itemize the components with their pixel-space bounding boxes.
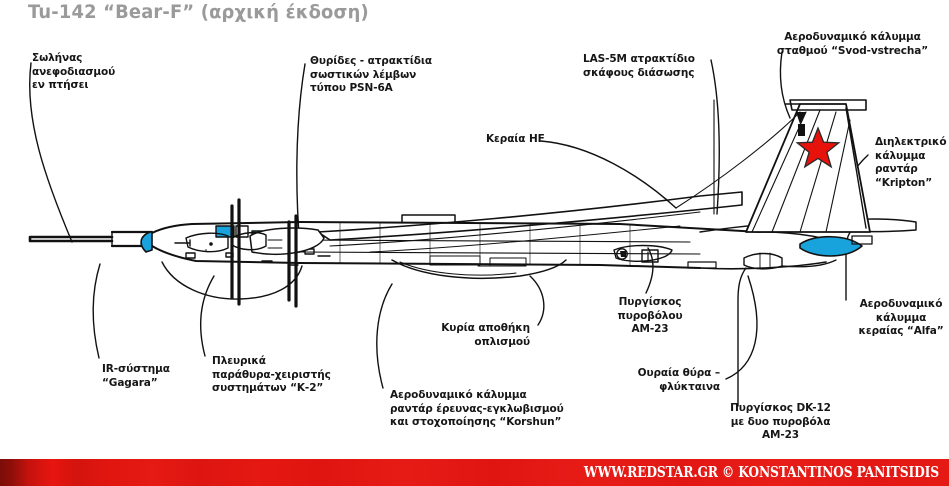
propeller-blade-2	[230, 198, 241, 306]
nose-radome	[140, 231, 153, 253]
label-dk12-turret: Πυργίσκος DK-12 με δυο πυροβόλα ΑΜ-23	[730, 402, 831, 441]
leader-tail-door	[725, 275, 758, 380]
leader-k2-windows	[200, 275, 215, 357]
leader-svod-vstrecha	[779, 51, 791, 119]
vertical-stabilizer	[745, 99, 871, 233]
wing-upper	[317, 191, 743, 241]
side-window-k2	[281, 234, 297, 249]
red-star-insignia	[795, 126, 841, 169]
leader-ir-gagara	[92, 263, 101, 359]
horizontal-stabilizer	[819, 218, 917, 233]
leader-kripton-radome	[835, 154, 869, 207]
label-las-5m: LAS-5M ατρακτίδιο σκάφους διάσωσης	[583, 53, 695, 79]
k2-operator-window	[251, 230, 263, 242]
engine-nacelle-inner	[231, 214, 325, 308]
label-refuel-probe: Σωλήνας ανεφοδιασμού εν πτήσει	[32, 52, 116, 91]
label-hf-antenna: Κεραία HF	[486, 133, 545, 145]
svod-vstrecha-fairing	[789, 99, 867, 111]
label-alfa-antenna: Αεροδυναμικό κάλυμμα κεραίας “Alfa”	[858, 298, 944, 337]
leader-am23-turret	[645, 247, 654, 294]
footer-bar: WWW.REDSTAR.GR © KONSTANTINOS PANITSIDIS	[0, 459, 949, 486]
label-am23-turret: Πυργίσκος πυροβόλου ΑΜ-23	[617, 296, 683, 335]
leader-liferaft-hatches	[296, 63, 306, 249]
leader-dk12-turret	[737, 267, 747, 407]
refuelling-probe	[28, 235, 114, 243]
label-tail-door: Ουραία θύρα – φλύκταινα	[637, 367, 720, 393]
am23-turret-shape	[613, 244, 673, 263]
dk12-turret-shape	[743, 252, 783, 270]
label-svod-vstrecha: Αεροδυναμικό κάλυμμα σταθμού “Svod-vstre…	[776, 31, 929, 57]
footer-credit: WWW.REDSTAR.GR © KONSTANTINOS PANITSIDIS	[584, 463, 939, 481]
leader-hf-antenna	[540, 140, 677, 209]
korshun-radome-outline	[391, 259, 567, 280]
label-ir-gagara: IR-σύστημα “Gagara”	[102, 363, 170, 389]
leader-main-weapons-bay	[529, 275, 545, 326]
dorsal-fairing	[401, 214, 456, 223]
hf-antenna-wire	[675, 111, 801, 209]
leader-las-5m	[710, 59, 721, 215]
label-korshun-radome: Αεροδυναμικό κάλυμμα ραντάρ έρευνας-εγκλ…	[390, 389, 564, 428]
label-main-weapons-bay: Κυρία αποθήκη οπλισμού	[441, 322, 530, 348]
propeller-blade-1	[287, 214, 298, 308]
label-k2-windows: Πλευρικά παράθυρα-χειριστής συστημάτων “…	[212, 355, 331, 394]
alfa-antenna-fairing	[851, 235, 873, 245]
label-liferaft-hatches: Θυρίδες - ατρακτίδια σωστικών λέμβων τύπ…	[310, 55, 432, 94]
page-title: Tu-142 “Bear-F” (αρχική έκδοση)	[28, 1, 369, 23]
label-kripton-radome: Διηλεκτρικό κάλυμμα ραντάρ “Kripton”	[875, 136, 947, 189]
kripton-radome-shape	[799, 235, 863, 257]
leader-alfa-antenna	[845, 229, 853, 301]
engine-nacelle-outer	[185, 198, 241, 306]
cockpit-glazing	[215, 225, 235, 238]
tail-door-shape	[687, 261, 717, 269]
